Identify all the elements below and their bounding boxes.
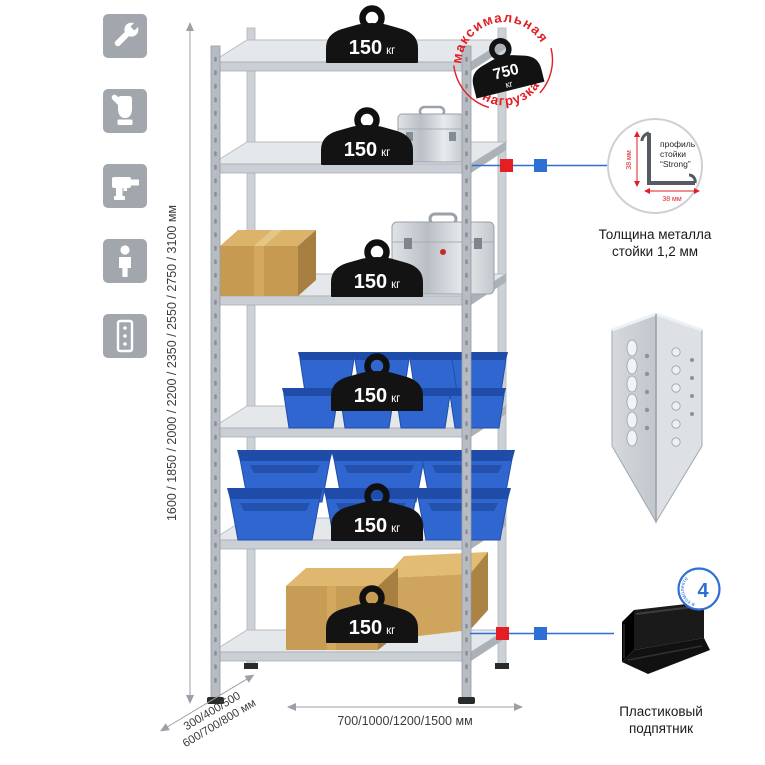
foot-caption-2: подпятник (629, 721, 693, 736)
profile-callout: 38 мм 38 мм профиль стойки “Strong” Толщ… (599, 118, 712, 259)
quantity-badge: 4 в комплекте (677, 567, 721, 611)
stamp-unit: кг (504, 78, 514, 90)
plastic-foot-photo (622, 602, 710, 674)
width-dimension: 700/1000/1200/1500 мм (287, 703, 523, 728)
drill-icon (103, 164, 147, 208)
profile-label-2: стойки (660, 149, 686, 159)
profile-dim-vertical: 38 мм (626, 150, 633, 170)
stamp-weight: 750 кг (472, 38, 545, 99)
width-dimension-label: 700/1000/1200/1500 мм (337, 714, 472, 728)
back-right-post (497, 27, 507, 665)
front-right-foot (458, 697, 475, 704)
foot-connector (470, 627, 614, 640)
stamp-value: 750 (491, 61, 520, 84)
red-marker-bottom (496, 627, 509, 640)
upright-holes-left (644, 353, 650, 431)
foot-caption-1: Пластиковый (619, 704, 703, 719)
front-left-post (210, 45, 221, 699)
profile-caption-2: стойки 1,2 мм (612, 244, 698, 259)
height-dimension-label: 1600 / 1850 / 2000 / 2200 / 2350 / 2550 … (165, 205, 179, 521)
cardboard-box-small (220, 230, 316, 296)
badge-number: 4 (697, 580, 709, 602)
profile-caption-1: Толщина металла (599, 227, 712, 242)
upright-slots-left (626, 339, 638, 447)
feature-icons-column (103, 14, 147, 358)
perforated-upright-icon (103, 314, 147, 358)
upright-holes-right (671, 347, 681, 447)
front-left-foot (207, 697, 224, 704)
profile-connector (472, 159, 607, 172)
profile-label-1: профиль (660, 139, 696, 149)
front-right-post (461, 45, 472, 699)
upright-angle-photo (611, 312, 703, 524)
upright-holes-right-small (690, 358, 694, 416)
max-load-stamp: максимальная нагрузка 750 кг (440, 0, 554, 115)
height-dimension: 1600 / 1850 / 2000 / 2200 / 2350 / 2550 … (165, 22, 194, 704)
profile-label-3: “Strong” (660, 159, 691, 169)
gloves-icon (103, 89, 147, 133)
profile-dim-horizontal: 38 мм (662, 196, 682, 203)
blue-marker-bottom (534, 627, 547, 640)
blue-marker-top (534, 159, 547, 172)
red-marker-top (500, 159, 513, 172)
back-left-post (246, 27, 256, 665)
wrench-icon (103, 14, 147, 58)
shelving-rack (207, 9, 516, 704)
shelf-load-weight-1 (326, 9, 418, 64)
person-icon (103, 239, 147, 283)
